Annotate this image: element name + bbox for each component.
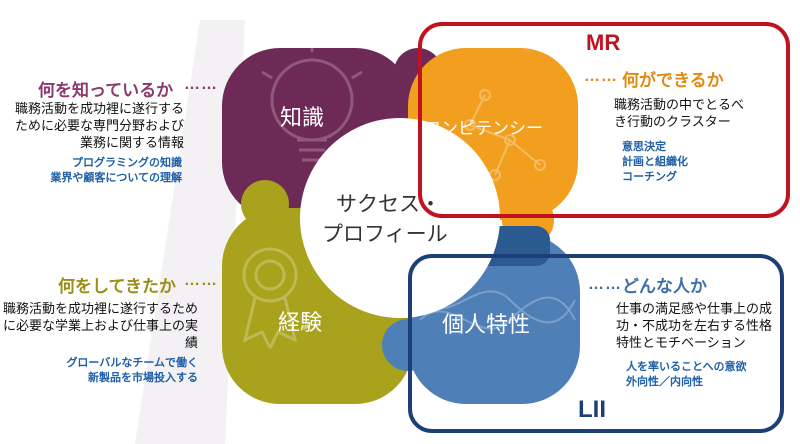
traits-examples: 人を率いることへの意欲 外向性／内向性 bbox=[626, 360, 746, 390]
competency-description: 職務活動の中でとるべき行動のクラスター bbox=[614, 97, 745, 129]
competency-example-3: コーチング bbox=[622, 171, 677, 183]
experience-example-1: グローバルなチームで働く bbox=[66, 357, 198, 369]
background-beam bbox=[135, 20, 245, 444]
lii-frame bbox=[408, 254, 784, 433]
traits-label: 個人特性 bbox=[442, 312, 531, 337]
traits-example-2: 外向性／内向性 bbox=[626, 376, 703, 388]
experience-leader-dots: …… bbox=[184, 272, 218, 289]
knowledge-description: 職務活動を成功裡に遂行するために必要な専門分野および業務に関する情報 bbox=[14, 101, 184, 150]
knowledge-example-2: 業界や顧客についての理解 bbox=[50, 172, 182, 184]
traits-description: 仕事の満足感や仕事上の成功・不成功を左右する性格特性とモチベーション bbox=[616, 301, 773, 350]
knowledge-examples: プログラミングの知識 業界や顧客についての理解 bbox=[50, 156, 182, 186]
dna-icon bbox=[419, 290, 576, 330]
competency-examples: 意思決定 計画と組織化 コーチング bbox=[622, 140, 688, 185]
knowledge-example-1: プログラミングの知識 bbox=[72, 157, 182, 169]
network-icon bbox=[464, 89, 546, 181]
traits-example-1: 人を率いることへの意欲 bbox=[626, 361, 747, 373]
competency-heading: 何ができるか bbox=[622, 71, 724, 90]
experience-example-2: 新製品を市場投入する bbox=[88, 372, 198, 384]
mr-label: MR bbox=[586, 30, 621, 55]
center-label-line1: サクセス・ bbox=[336, 193, 441, 216]
lii-label: LII bbox=[578, 396, 606, 423]
experience-examples: グローバルなチームで働く 新製品を市場投入する bbox=[50, 356, 198, 386]
competency-leader-dots: …… bbox=[584, 68, 618, 85]
mr-frame bbox=[418, 22, 790, 218]
knowledge-label: 知識 bbox=[280, 105, 325, 130]
competency-example-2: 計画と組織化 bbox=[622, 156, 688, 168]
experience-heading: 何をしてきたか bbox=[58, 277, 176, 296]
center-label-line2: プロフィール bbox=[322, 223, 448, 246]
knowledge-leader-dots: …… bbox=[184, 76, 218, 93]
traits-leader-dots: …… bbox=[588, 276, 622, 293]
competency-example-1: 意思決定 bbox=[622, 141, 666, 153]
center-disk bbox=[300, 118, 500, 318]
traits-heading: どんな人か bbox=[622, 277, 707, 296]
knowledge-heading: 何を知っているか bbox=[38, 81, 174, 100]
lightbulb-icon bbox=[261, 40, 363, 162]
experience-label: 経験 bbox=[278, 310, 323, 335]
medal-icon bbox=[242, 247, 298, 349]
competency-label: コンピテンシー bbox=[424, 119, 543, 138]
experience-description: 職務活動を成功裡に遂行するために必要な学業上および仕事上の実績 bbox=[2, 301, 198, 350]
